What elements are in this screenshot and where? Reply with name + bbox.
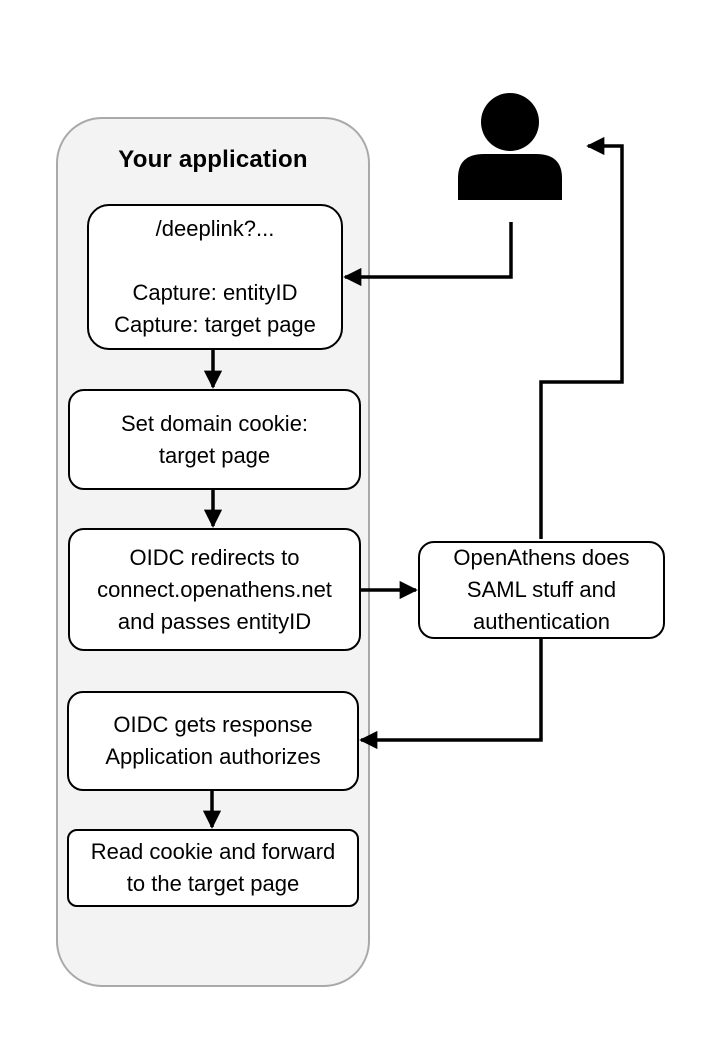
openathens-node-line: authentication [473,609,610,634]
oidc-response-node: OIDC gets response Application authorize… [67,691,359,791]
set-cookie-node-line: target page [158,442,271,468]
openathens-to-response-arrow [359,639,543,750]
forward-node-line: to the target page [126,871,300,896]
oidc-redirect-node-line: connect.openathens.net [97,576,332,602]
oidc-response-node-line: Application authorizes [105,744,321,769]
forward-node: Read cookie and forward to the target pa… [67,829,359,907]
user-icon [458,93,562,200]
oidc-response-node-line: OIDC gets response [113,712,313,737]
oidc-redirect-node-line: and passes entityID [117,608,312,634]
deeplink-node-line: Capture: entityID [132,280,298,305]
deeplink-node-line: /deeplink?... [155,216,275,241]
deeplink-node-line: Capture: target page [114,312,316,337]
openathens-to-user-arrow [539,136,624,539]
openathens-node-line: OpenAthens does [453,545,630,570]
set-cookie-node: Set domain cookie: target page [68,389,361,490]
oidc-redirect-node-line: OIDC redirects to [129,544,300,570]
application-container-title: Your application [118,146,308,173]
forward-node-line: Read cookie and forward [90,839,336,864]
oidc-redirect-node: OIDC redirects to connect.openathens.net… [68,528,361,651]
openathens-node-line: SAML stuff and [466,577,617,602]
deeplink-node: /deeplink?... Capture: entityID Capture:… [87,204,343,350]
set-cookie-node-line: Set domain cookie: [120,410,309,436]
user-to-deeplink-arrow [343,222,513,287]
openathens-node: OpenAthens does SAML stuff and authentic… [418,541,665,639]
